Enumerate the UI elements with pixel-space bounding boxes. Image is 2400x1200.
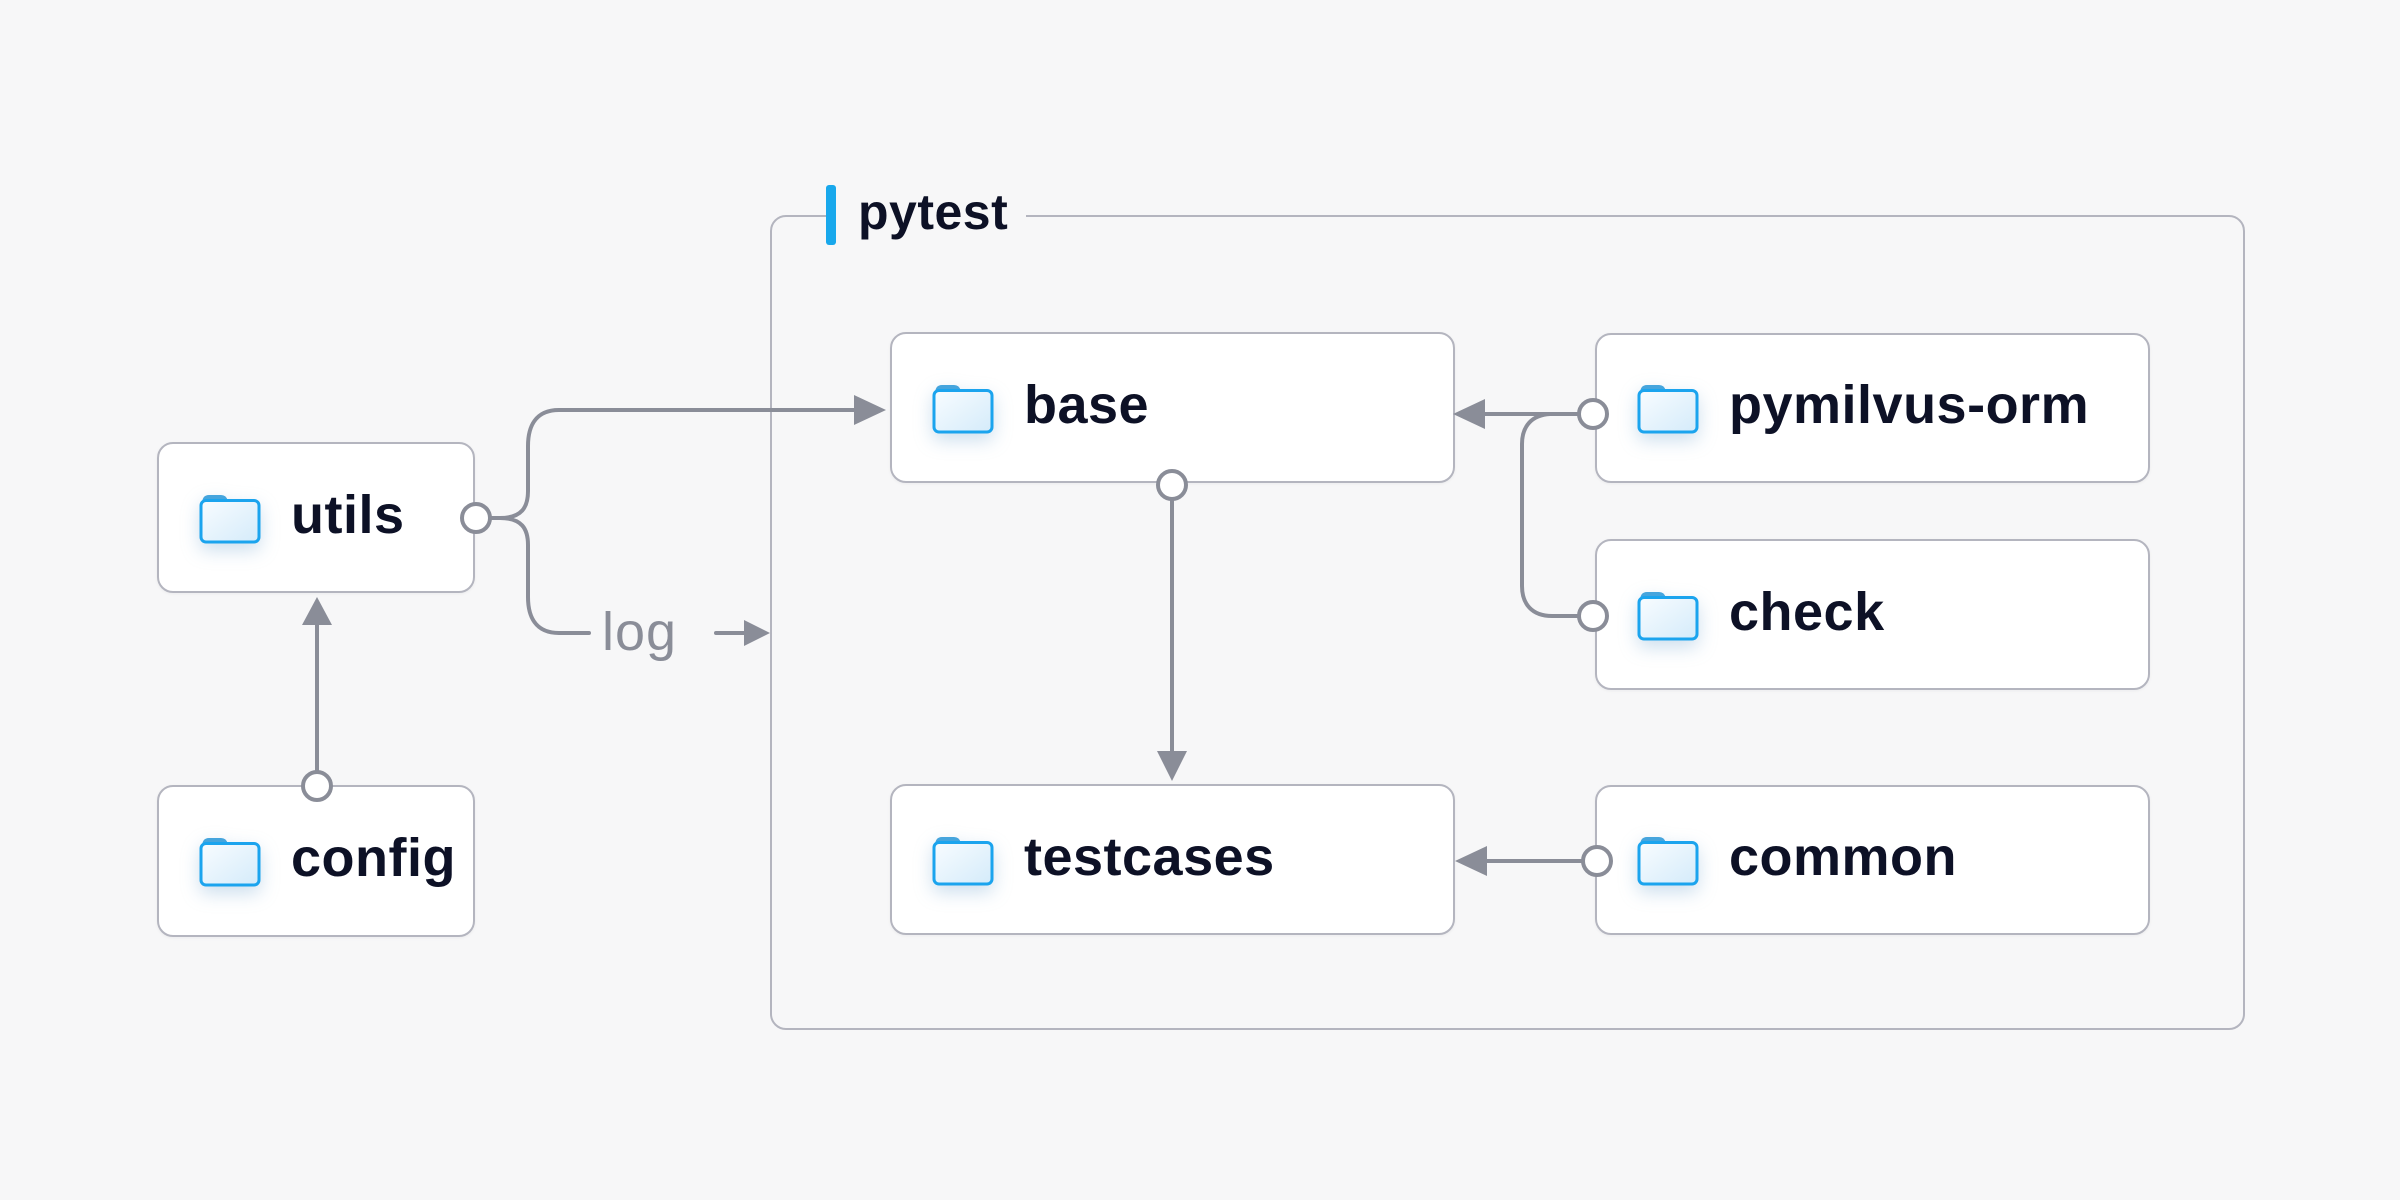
edge-config-to-utils: [301, 597, 333, 802]
folder-icon: [199, 835, 261, 887]
accent-bar-icon: [826, 185, 836, 245]
node-pymilvus-orm[interactable]: pymilvus-orm: [1595, 333, 2150, 483]
folder-icon: [1637, 382, 1699, 434]
pytest-container: [770, 215, 2245, 1030]
folder-icon: [1637, 589, 1699, 641]
node-utils[interactable]: utils: [157, 442, 475, 593]
node-testcases[interactable]: testcases: [890, 784, 1455, 935]
edge-label-log: log: [602, 602, 678, 662]
pytest-container-label: pytest: [826, 184, 1027, 245]
folder-icon: [932, 834, 994, 886]
container-title: pytest: [858, 184, 1009, 240]
node-base[interactable]: base: [890, 332, 1455, 483]
node-label: utils: [291, 484, 405, 545]
node-label: check: [1729, 581, 1885, 642]
folder-icon: [1637, 834, 1699, 886]
node-label: pymilvus-orm: [1729, 375, 2090, 435]
folder-icon: [932, 382, 994, 434]
node-label: testcases: [1024, 826, 1275, 887]
node-label: config: [291, 828, 456, 888]
node-config[interactable]: config: [157, 785, 475, 937]
folder-icon: [199, 492, 261, 544]
node-label: base: [1024, 374, 1150, 435]
node-common[interactable]: common: [1595, 785, 2150, 935]
node-label: common: [1729, 827, 1958, 887]
node-check[interactable]: check: [1595, 539, 2150, 690]
